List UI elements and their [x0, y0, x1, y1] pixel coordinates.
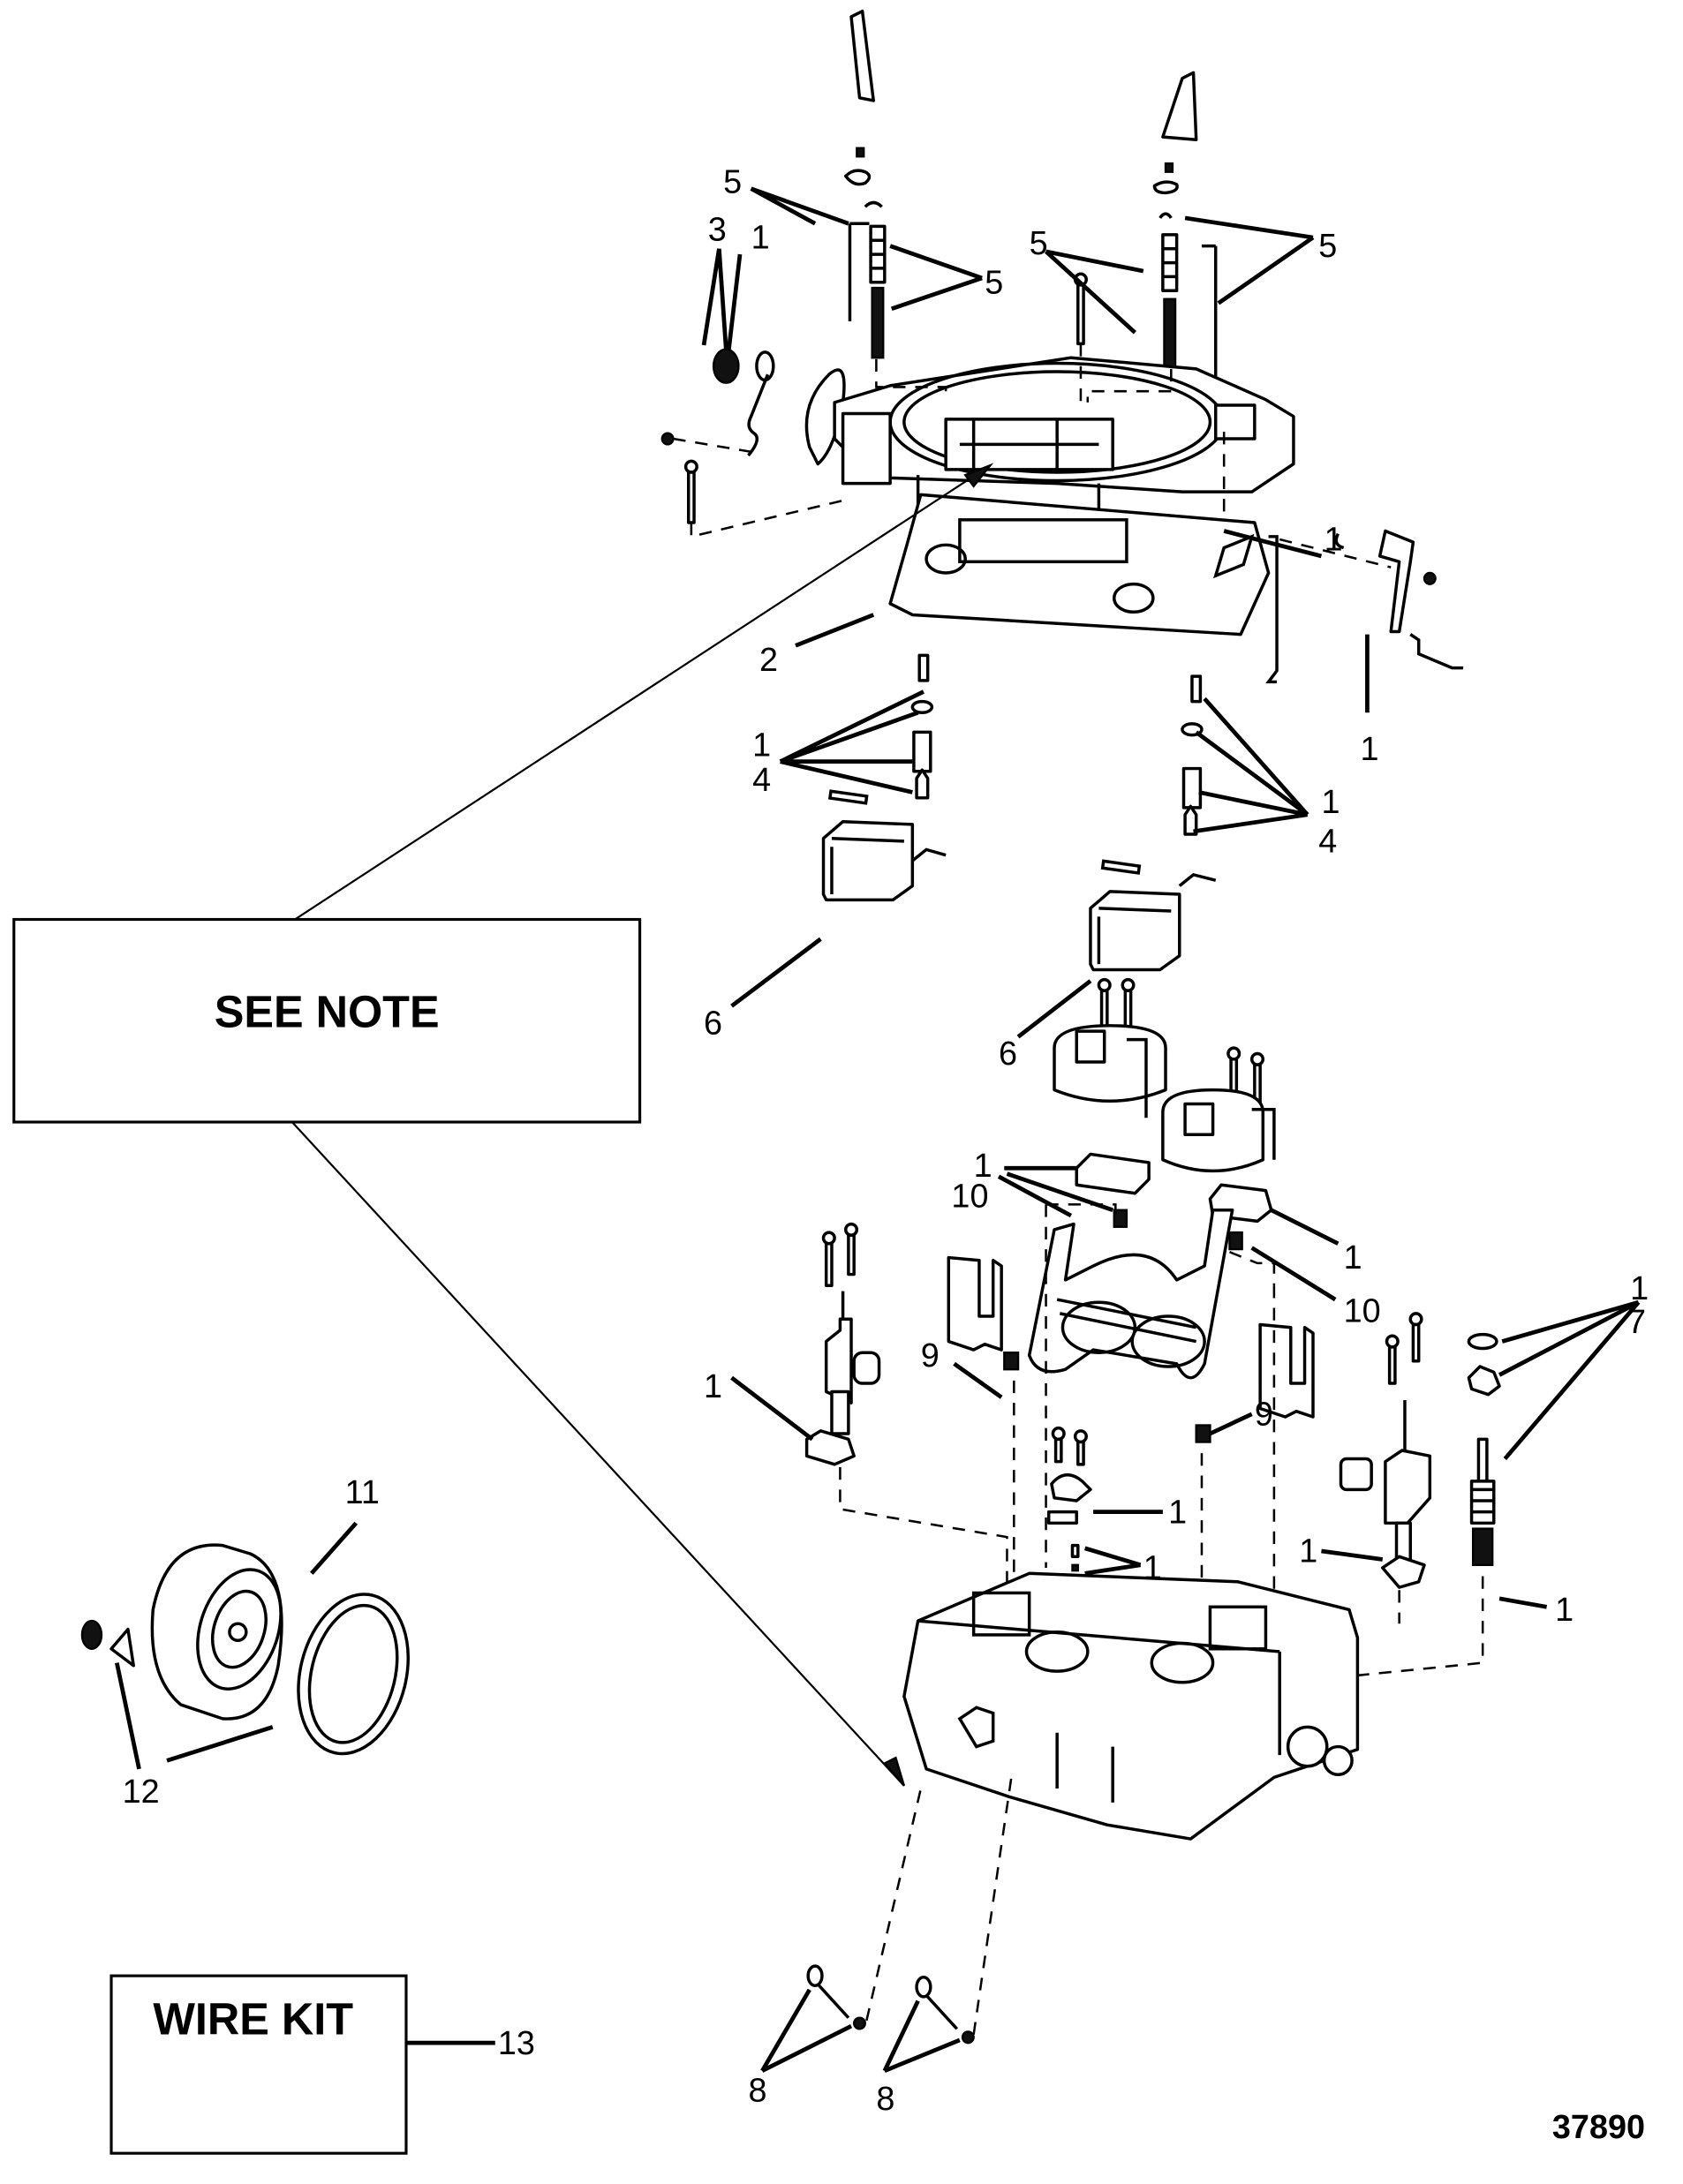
arrow-head-top	[963, 463, 994, 488]
choke-gasket	[297, 1593, 410, 1756]
label-1: 1	[751, 220, 770, 257]
float-left	[821, 789, 947, 902]
label-9: 9	[1255, 1396, 1273, 1433]
step-up-piston-left	[869, 224, 887, 359]
see-note-leader-bottom	[291, 1121, 905, 1787]
screw-top-left	[683, 459, 698, 524]
label-1: 1	[752, 727, 771, 764]
throttle-link	[1409, 633, 1464, 670]
needle-seat-group-right	[1181, 674, 1204, 836]
label-9: 9	[921, 1337, 940, 1374]
label-5: 5	[723, 163, 742, 200]
figure-number: 37890	[1552, 2109, 1645, 2146]
label-8: 8	[748, 2073, 766, 2110]
label-4: 4	[1318, 823, 1337, 860]
main-body	[902, 1571, 1360, 1841]
jet-right	[1228, 1231, 1243, 1251]
label-1: 1	[1143, 1550, 1162, 1587]
label-6: 6	[704, 1005, 722, 1042]
label-1: 1	[1321, 784, 1340, 821]
float-right	[1089, 859, 1217, 972]
idle-speed-screw	[1467, 1332, 1501, 1566]
pump-check-parts	[1003, 1352, 1211, 1572]
wire-kit-callout: WIRE KIT	[109, 1974, 408, 2155]
label-5: 5	[985, 264, 1003, 301]
venturi-cluster	[1027, 1209, 1234, 1380]
choke-housing-cover	[804, 368, 846, 466]
label-1: 1	[1361, 731, 1379, 768]
metering-rod-right	[1201, 244, 1218, 380]
see-note-callout: SEE NOTE	[12, 917, 642, 1124]
label-5: 5	[1318, 228, 1337, 265]
air-horn-body	[833, 356, 1295, 519]
jet-left	[1113, 1209, 1128, 1228]
label-10: 10	[951, 1179, 988, 1216]
label-1: 1	[1630, 1270, 1649, 1307]
label-10: 10	[1344, 1292, 1381, 1329]
electric-choke-assembly	[150, 1543, 283, 1721]
label-1: 1	[1299, 1533, 1317, 1570]
label-1: 1	[1325, 522, 1343, 559]
needle-seat-group-left	[910, 653, 934, 800]
see-note-text: SEE NOTE	[215, 986, 440, 1036]
choke-plate-left	[849, 9, 875, 102]
choke-link	[747, 373, 770, 457]
air-horn-gasket	[888, 493, 1271, 636]
label-11: 11	[345, 1474, 380, 1511]
step-up-piston-right	[1161, 233, 1179, 371]
choke-screw-left	[843, 147, 883, 208]
arrow-head-bottom	[882, 1756, 906, 1787]
label-12: 12	[123, 1774, 160, 1811]
step-up-housing-right	[1161, 1046, 1276, 1173]
see-note-leader-top	[294, 464, 992, 921]
label-13: 13	[498, 2025, 535, 2062]
pump-plunger-left	[804, 1222, 881, 1466]
step-up-gasket-left	[1075, 1152, 1151, 1195]
label-1: 1	[1555, 1592, 1574, 1629]
label-5: 5	[1030, 225, 1048, 262]
label-1: 1	[974, 1148, 992, 1185]
choke-plate-right	[1161, 71, 1198, 142]
label-8: 8	[876, 2081, 894, 2118]
choke-screw-and-retainer	[80, 1619, 135, 1668]
metering-rod-left	[848, 222, 870, 322]
baffle-left	[947, 1255, 1003, 1352]
label-1: 1	[704, 1368, 722, 1405]
label-7: 7	[1627, 1304, 1646, 1341]
leader-lines	[115, 186, 1641, 2073]
pump-arm	[1334, 529, 1437, 634]
choke-nut-and-washer	[660, 348, 775, 446]
idle-mixture-screws	[806, 1964, 975, 2045]
reference-labels: 5 3 1 5 5 5 1 2 1 1 4 1 4 6 6 1 10 1 10 …	[123, 163, 1649, 2118]
pump-plunger-right	[1339, 1312, 1432, 1589]
choke-screw-right	[1152, 162, 1179, 219]
label-1: 1	[1344, 1239, 1362, 1277]
label-2: 2	[759, 642, 778, 679]
label-4: 4	[752, 762, 771, 799]
baffle-right	[1258, 1322, 1315, 1419]
wire-kit-text: WIRE KIT	[153, 1994, 353, 2045]
step-up-housing-left	[1053, 977, 1167, 1118]
pump-rod	[1265, 535, 1279, 684]
label-6: 6	[999, 1036, 1017, 1073]
label-3: 3	[708, 211, 727, 248]
label-1: 1	[1168, 1494, 1187, 1531]
